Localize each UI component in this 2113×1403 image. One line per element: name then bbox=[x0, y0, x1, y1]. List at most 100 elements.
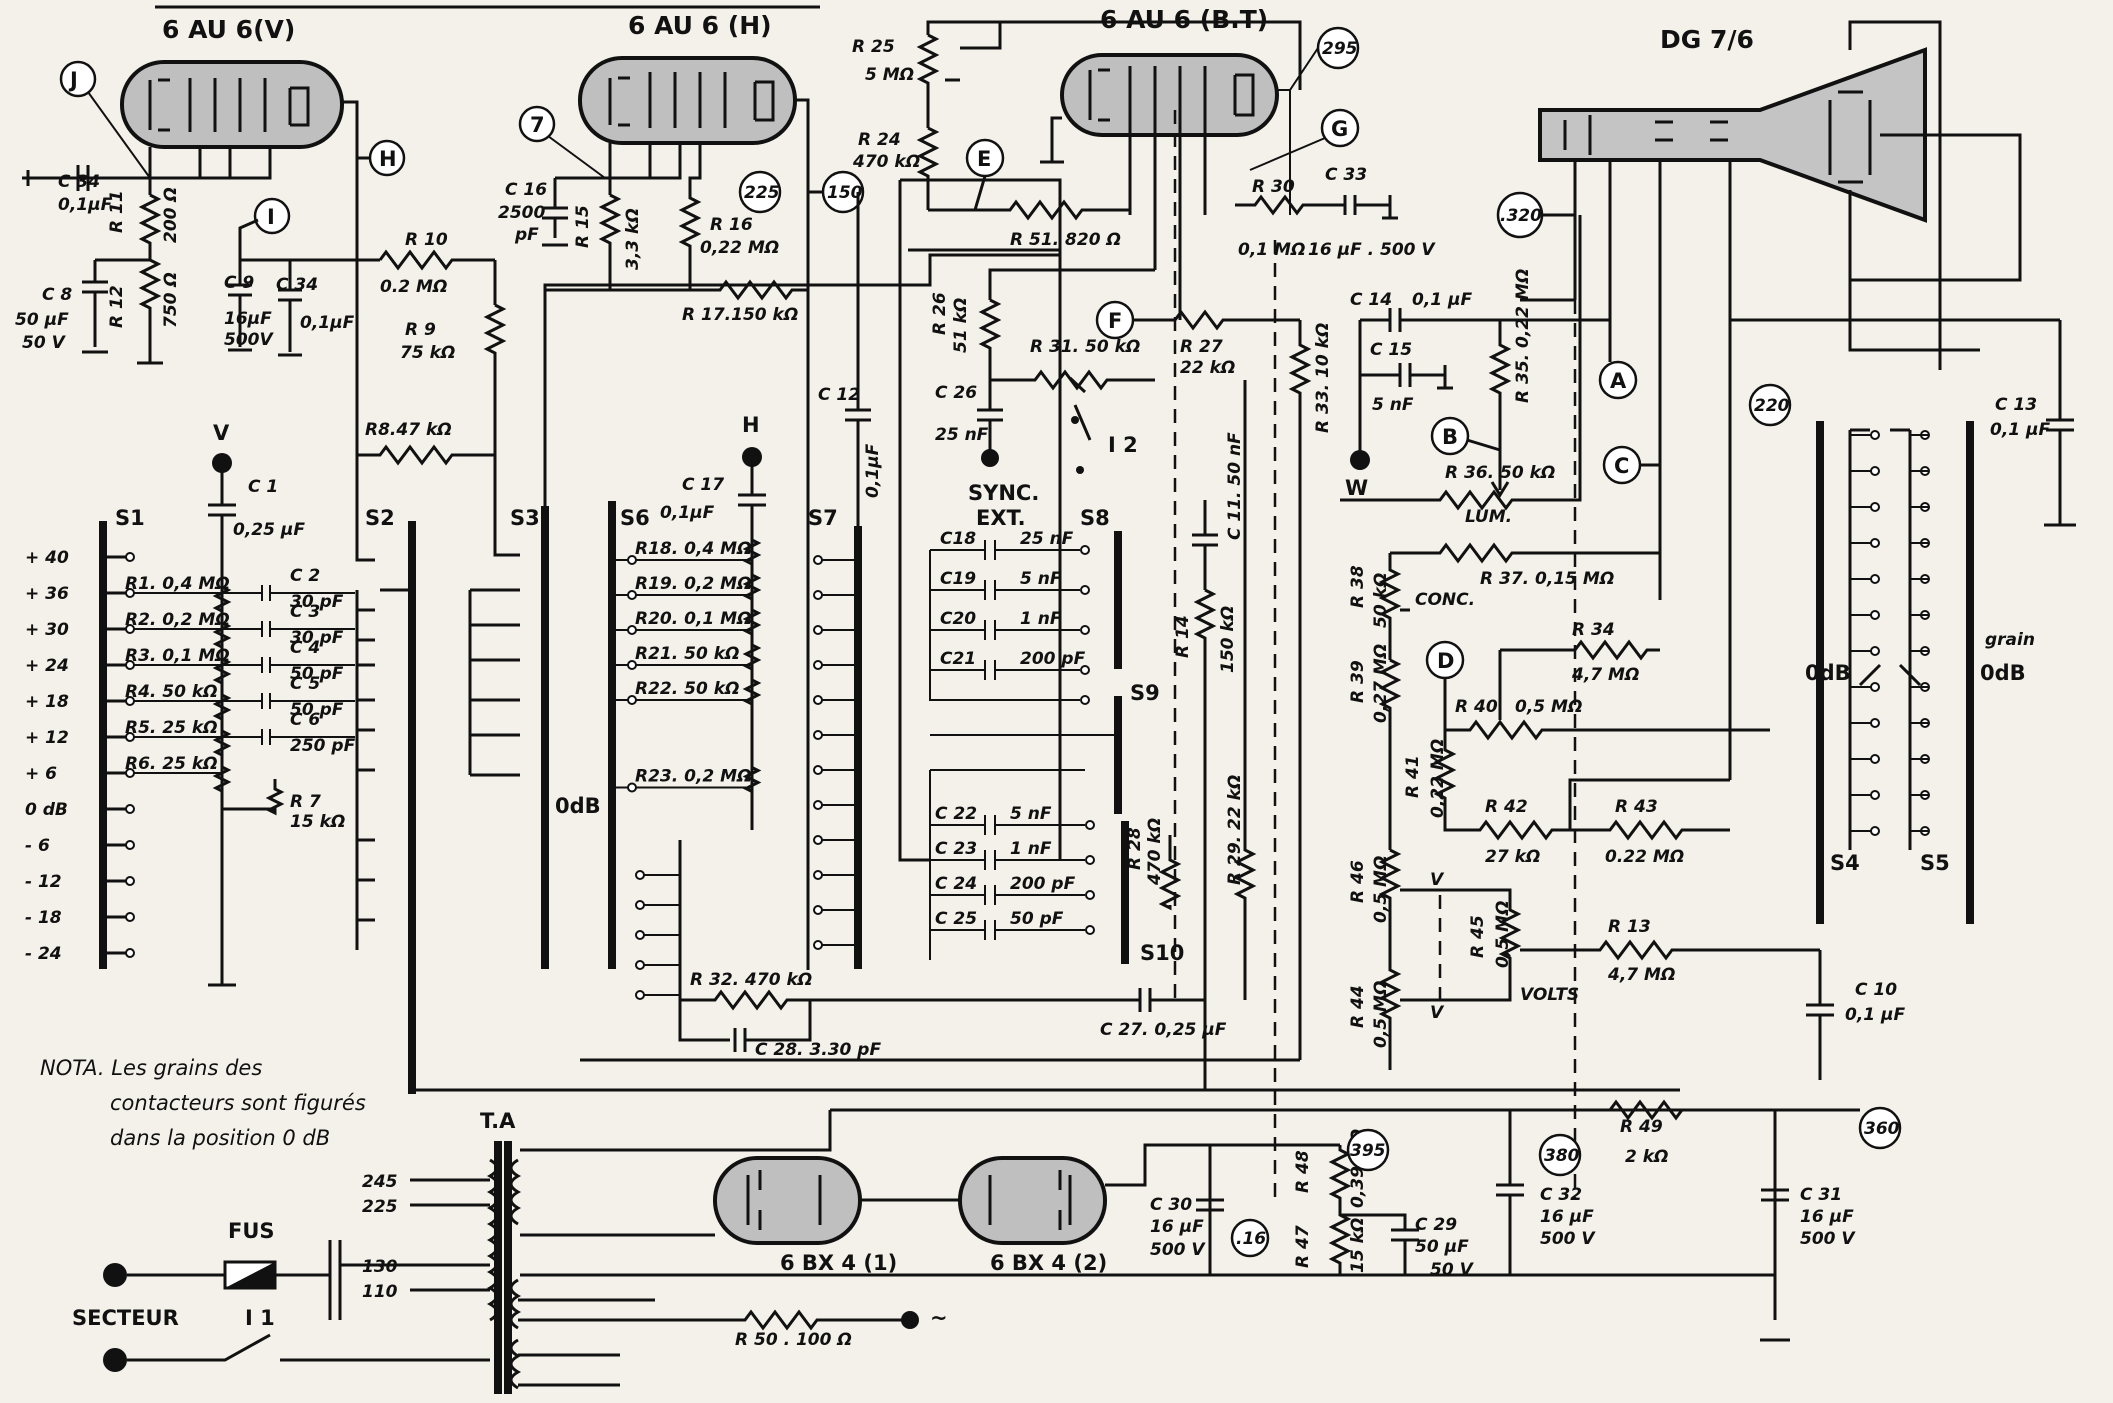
s7-contact[interactable] bbox=[813, 625, 823, 635]
s10-contact[interactable] bbox=[1085, 890, 1095, 900]
s4-contact[interactable] bbox=[1870, 790, 1880, 800]
tube-v2: 6 AU 6 (H) bbox=[578, 11, 797, 145]
s8-contact[interactable] bbox=[1080, 665, 1090, 675]
s7-contact[interactable] bbox=[813, 800, 823, 810]
w-terminal[interactable] bbox=[1350, 450, 1370, 470]
s4-contact[interactable] bbox=[1870, 466, 1880, 476]
s4-contact[interactable] bbox=[1870, 826, 1880, 836]
marker-320-label: .320 bbox=[1500, 206, 1542, 226]
s7-contact[interactable] bbox=[813, 835, 823, 845]
s6-lower-contact[interactable] bbox=[635, 960, 645, 970]
s4-contact[interactable] bbox=[1870, 610, 1880, 620]
s1-contact[interactable] bbox=[125, 552, 135, 562]
s10-contact[interactable] bbox=[1085, 855, 1095, 865]
c17-name: C 17 bbox=[682, 475, 724, 495]
r38-val: 50 kΩ bbox=[1371, 573, 1391, 628]
marker-295-label: 295 bbox=[1322, 39, 1358, 59]
c1-name: C 1 bbox=[248, 477, 278, 497]
s6-lower-contact[interactable] bbox=[635, 990, 645, 1000]
s4-contact[interactable] bbox=[1870, 538, 1880, 548]
marker-B-label: B bbox=[1442, 425, 1458, 449]
r8-resistor bbox=[357, 444, 495, 466]
r36-label: R 36. 50 kΩ bbox=[1445, 463, 1555, 483]
s9-contact[interactable] bbox=[1080, 695, 1090, 705]
s7-contact[interactable] bbox=[813, 590, 823, 600]
r34-val: 4,7 MΩ bbox=[1571, 665, 1639, 685]
s4-contact[interactable] bbox=[1870, 430, 1880, 440]
r13-resistor bbox=[1520, 939, 1820, 961]
c11-label: C 11. 50 nF bbox=[1225, 432, 1245, 540]
r30-name: R 30 bbox=[1252, 177, 1295, 197]
sync-ext-terminal[interactable] bbox=[981, 449, 999, 467]
s10-contact[interactable] bbox=[1085, 925, 1095, 935]
h-terminal[interactable] bbox=[742, 447, 762, 467]
s4-contact[interactable] bbox=[1870, 754, 1880, 764]
s4-s5-commons bbox=[1848, 428, 1922, 850]
sync-cap-val: 200 pF bbox=[1020, 649, 1086, 669]
s7-contact[interactable] bbox=[813, 730, 823, 740]
s10-contact[interactable] bbox=[1085, 820, 1095, 830]
h-terminal-label: H bbox=[742, 413, 760, 437]
s8-contact[interactable] bbox=[1080, 545, 1090, 555]
s3-0db: 0dB bbox=[555, 794, 601, 818]
s1-contact[interactable] bbox=[125, 948, 135, 958]
s1-contact[interactable] bbox=[125, 840, 135, 850]
r7-resistor bbox=[222, 779, 285, 816]
h-divider-resistor bbox=[742, 766, 762, 793]
s6-lower-contact[interactable] bbox=[635, 870, 645, 880]
s4-contact[interactable] bbox=[1870, 682, 1880, 692]
s4-contact[interactable] bbox=[1870, 646, 1880, 656]
i2-label: I 2 bbox=[1108, 433, 1138, 457]
marker-150-label: 150 bbox=[827, 183, 863, 203]
c14-val: 0,1 µF bbox=[1412, 290, 1473, 310]
ac-terminal[interactable] bbox=[901, 1311, 919, 1329]
sync-ext-label-1: SYNC. bbox=[968, 481, 1039, 505]
s1-ground bbox=[208, 800, 236, 987]
r35-label: R 35. 0,22 MΩ bbox=[1513, 269, 1533, 403]
s1-contact[interactable] bbox=[125, 912, 135, 922]
s7-contact[interactable] bbox=[813, 660, 823, 670]
c16-val: 2500 bbox=[498, 203, 545, 223]
v-terminal[interactable] bbox=[212, 453, 232, 473]
s6-lower-contact[interactable] bbox=[635, 930, 645, 940]
s6-lower-contact[interactable] bbox=[635, 900, 645, 910]
s4-contact[interactable] bbox=[1870, 574, 1880, 584]
s8-contact[interactable] bbox=[1080, 585, 1090, 595]
s7-contact[interactable] bbox=[813, 905, 823, 915]
rect2-electrodes bbox=[988, 1170, 1072, 1230]
mains-terminal-1[interactable] bbox=[103, 1263, 127, 1287]
note-line-3: dans la position 0 dB bbox=[110, 1126, 330, 1150]
s7-contact[interactable] bbox=[813, 765, 823, 775]
s7-contact[interactable] bbox=[813, 695, 823, 705]
c34a-name: C 34 bbox=[58, 172, 100, 192]
s1-label: S1 bbox=[115, 506, 145, 530]
sync-common bbox=[929, 550, 1118, 736]
crt-deflection-plates bbox=[1828, 90, 1872, 184]
rectifier-1: 6 BX 4 (1) bbox=[713, 1156, 897, 1275]
h-divider-resistor bbox=[742, 608, 762, 636]
s10-cap bbox=[930, 920, 1085, 940]
s7-contact[interactable] bbox=[813, 940, 823, 950]
s8-label: S8 bbox=[1080, 506, 1110, 530]
s10-cap-name: C 25 bbox=[935, 909, 977, 929]
s7-contact[interactable] bbox=[813, 555, 823, 565]
volts-label: VOLTS bbox=[1520, 985, 1579, 1005]
tube-v1-anode bbox=[290, 86, 310, 127]
r30-val: 0,1 MΩ bbox=[1238, 240, 1305, 260]
r12-val: 750 Ω bbox=[161, 272, 181, 328]
s7-contact[interactable] bbox=[813, 870, 823, 880]
mains-terminal-2[interactable] bbox=[103, 1348, 127, 1372]
s1-level-label: + 36 bbox=[25, 584, 69, 604]
s8-contact[interactable] bbox=[1080, 625, 1090, 635]
r48-r47 bbox=[1328, 1145, 1352, 1275]
s1-comp-cap bbox=[222, 657, 355, 673]
s1-contact[interactable] bbox=[125, 876, 135, 886]
marker-J-label: J bbox=[68, 68, 78, 92]
c8-cap bbox=[82, 258, 150, 354]
s4-contact[interactable] bbox=[1870, 502, 1880, 512]
s4-contact[interactable] bbox=[1870, 718, 1880, 728]
v1-cathode-bus bbox=[50, 147, 272, 195]
s1-contact[interactable] bbox=[125, 804, 135, 814]
